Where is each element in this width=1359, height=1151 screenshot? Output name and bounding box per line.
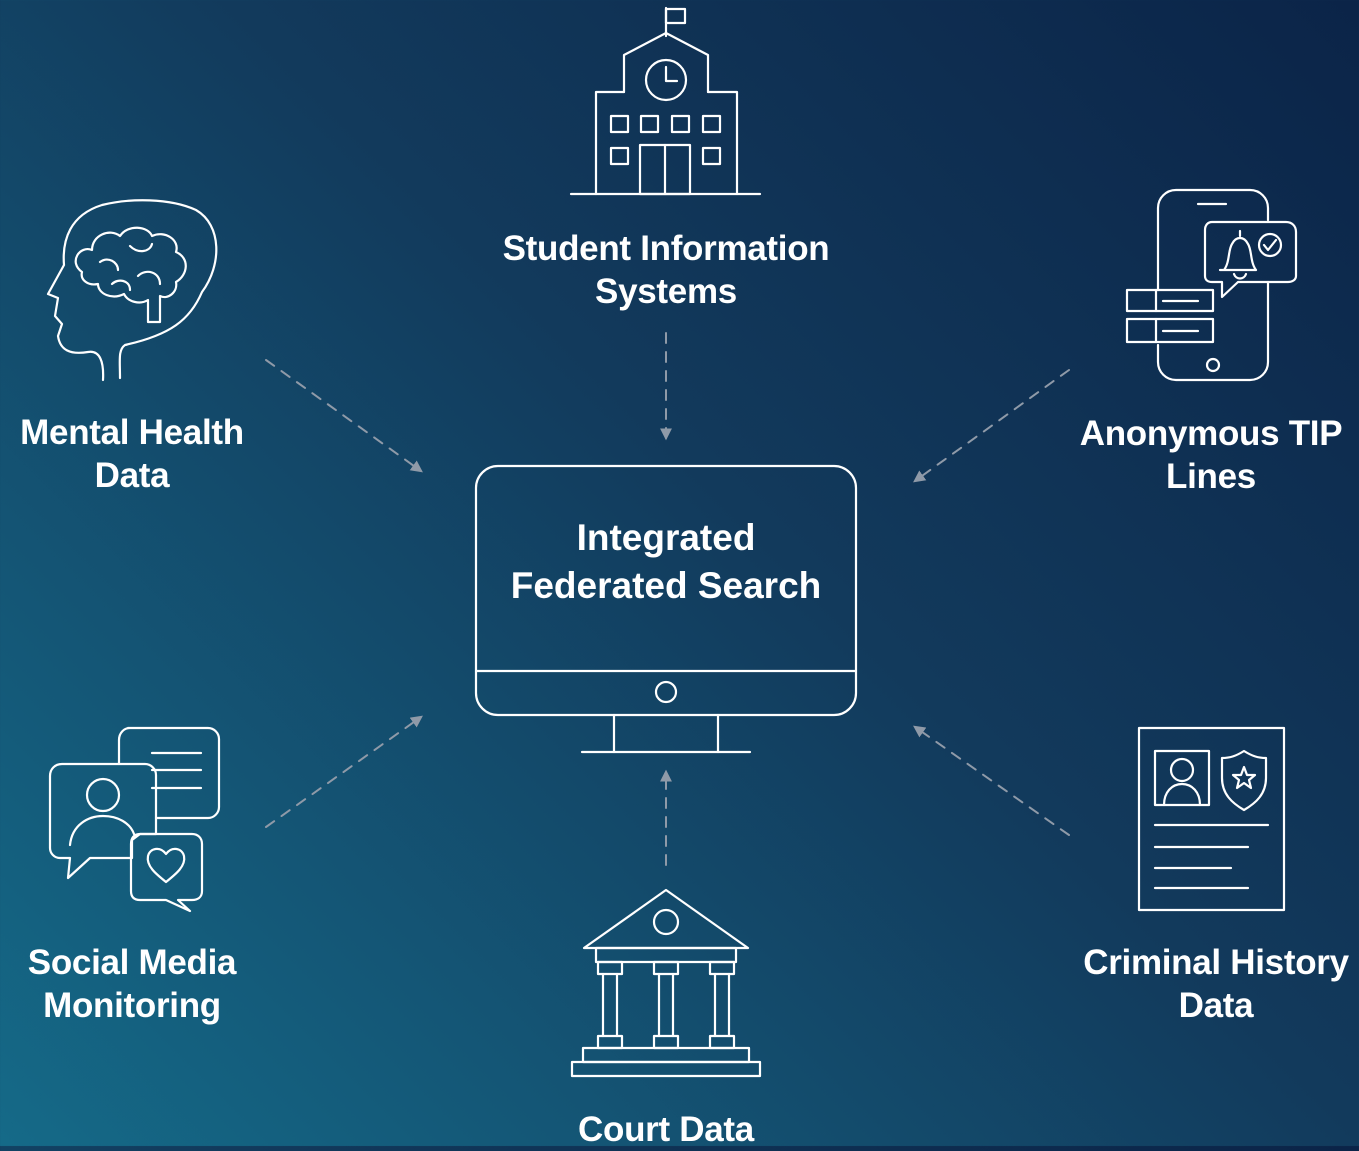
arrow-social (265, 715, 423, 828)
node-label-mental-line1: Mental Health (20, 413, 244, 452)
node-label-tip: Anonymous TIP Lines (1069, 412, 1353, 498)
id-record-icon (1137, 726, 1286, 912)
courthouse-icon (570, 888, 762, 1078)
phone-notification-icon (1125, 188, 1298, 382)
node-label-student-line2: Systems (595, 272, 737, 311)
node-label-student: Student Information Systems (466, 227, 866, 313)
center-label-line2: Federated Search (510, 565, 822, 606)
node-label-mental: Mental Health Data (0, 411, 264, 497)
node-label-mental-line2: Data (94, 456, 170, 495)
chat-bubbles-icon (48, 726, 221, 913)
connector-arrows (265, 332, 1070, 866)
school-building-icon (569, 6, 762, 196)
monitor-icon (474, 464, 858, 754)
center-label: Integrated Federated Search (476, 514, 856, 610)
arrow-mental (265, 359, 423, 473)
node-label-criminal-line2: Data (1178, 986, 1254, 1025)
node-label-student-line1: Student Information (502, 229, 830, 268)
node-label-criminal: Criminal History Data (1073, 941, 1359, 1027)
center-label-line1: Integrated (576, 517, 756, 558)
node-label-tip-line1: Anonymous TIP (1079, 414, 1343, 453)
arrow-criminal (913, 725, 1070, 836)
node-label-social-line1: Social Media (27, 943, 237, 982)
node-label-social-line2: Monitoring (43, 986, 221, 1025)
node-label-court-line1: Court Data (578, 1110, 754, 1149)
brain-head-icon (46, 199, 218, 382)
node-label-tip-line2: Lines (1166, 457, 1256, 496)
node-label-court: Court Data (516, 1108, 816, 1151)
arrow-tip (913, 369, 1070, 483)
node-label-criminal-line1: Criminal History (1083, 943, 1349, 982)
node-label-social: Social Media Monitoring (0, 941, 264, 1027)
